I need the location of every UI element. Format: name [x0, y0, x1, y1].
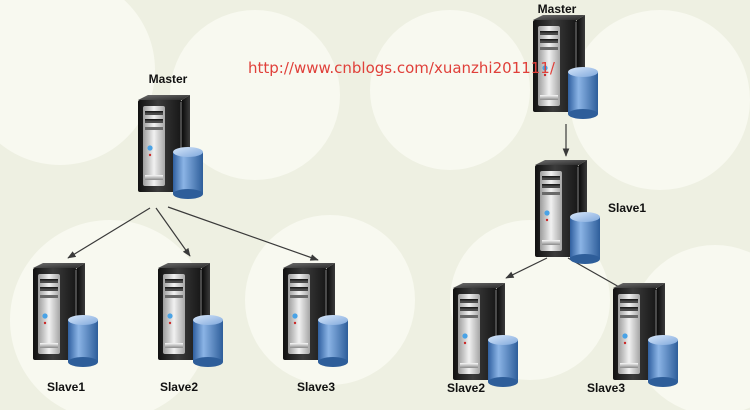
- edge-m1-s3a: [167, 206, 319, 261]
- server-with-database-icon: [535, 160, 600, 264]
- node-label-s1b: Slave1: [608, 201, 646, 215]
- node-label-s1a: Slave1: [47, 380, 85, 394]
- edge-s1b-s2b: [505, 257, 548, 279]
- node-label-s2a: Slave2: [160, 380, 198, 394]
- node-s3a: Slave3: [283, 263, 348, 394]
- edge-m1-s1a: [67, 207, 151, 259]
- server-with-database-icon: [613, 283, 678, 387]
- server-with-database-icon: [33, 263, 98, 367]
- node-s3b: Slave3: [587, 283, 678, 395]
- node-m1: Master: [138, 72, 203, 199]
- watermark-url: http://www.cnblogs.com/xuanzhi201111/: [248, 59, 556, 77]
- node-m2: Master: [533, 2, 598, 119]
- node-label-s3a: Slave3: [297, 380, 335, 394]
- node-label-s3b: Slave3: [587, 381, 625, 395]
- edge-m1-s2a: [155, 207, 191, 257]
- node-label-m1: Master: [149, 72, 188, 86]
- server-with-database-icon: [158, 263, 223, 367]
- server-with-database-icon: [453, 283, 518, 387]
- node-s2b: Slave2: [447, 283, 518, 395]
- server-with-database-icon: [138, 95, 203, 199]
- node-s2a: Slave2: [158, 263, 223, 394]
- edges-layer: [67, 124, 629, 293]
- node-s1a: Slave1: [33, 263, 98, 394]
- node-s1b: Slave1: [535, 160, 646, 264]
- node-label-s2b: Slave2: [447, 381, 485, 395]
- server-with-database-icon: [283, 263, 348, 367]
- node-label-m2: Master: [538, 2, 577, 16]
